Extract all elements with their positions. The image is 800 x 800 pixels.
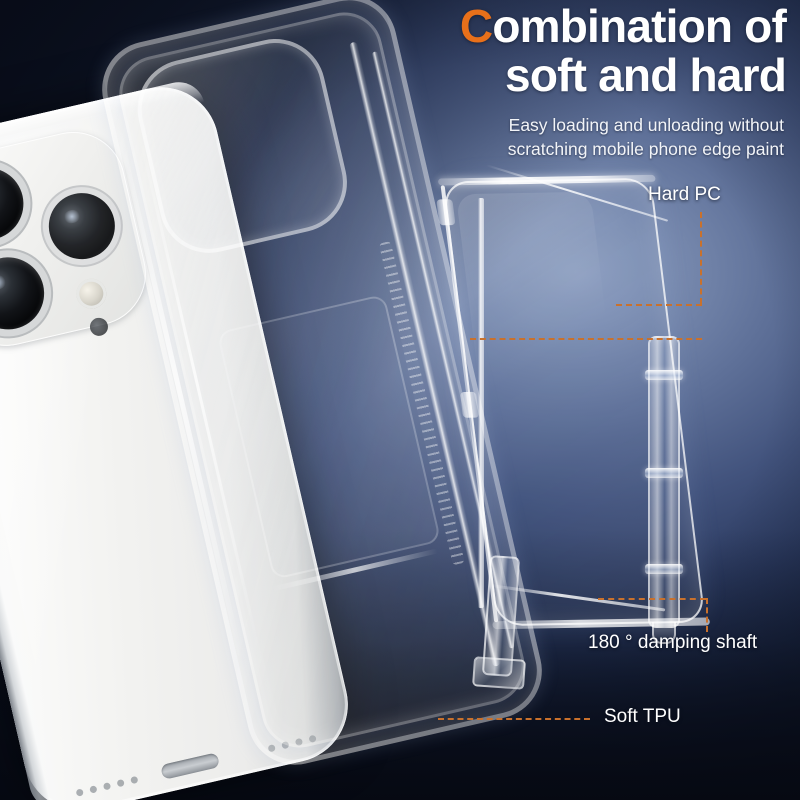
camera-lens-icon [0, 160, 31, 247]
headline-line-2: soft and hard [505, 49, 787, 102]
hinge-segment [645, 370, 683, 380]
rail-body [648, 336, 680, 628]
camera-lens-icon [42, 186, 122, 266]
headline: Combination of soft and hard [186, 0, 787, 102]
subtitle-line-2: scratching mobile phone edge paint [507, 138, 784, 159]
rail-tip [652, 622, 676, 644]
headline-line-1: Combination of [186, 0, 787, 52]
subtitle: Easy loading and unloading without scrat… [304, 114, 784, 161]
pc-hinge-clip [459, 391, 480, 418]
callout-label-soft-tpu: Soft TPU [604, 706, 681, 727]
leader-line-soft-tpu [438, 718, 590, 720]
camera-lens-icon [0, 250, 52, 337]
leader-line-hard-pc [700, 212, 702, 304]
leader-line-hard-pc [470, 338, 702, 340]
subtitle-line-1: Easy loading and unloading without [508, 115, 784, 135]
damping-shaft-rail [645, 336, 683, 644]
kickstand-foot [472, 656, 527, 690]
leader-line-hard-pc [616, 304, 702, 306]
connector-wire [478, 198, 484, 608]
pc-hinge-clip [436, 199, 456, 226]
camera-flash-icon [73, 275, 110, 312]
leader-line-damping-shaft [598, 598, 706, 600]
headline-accent-letter: C [459, 0, 493, 52]
callout-label-hard-pc: Hard PC [648, 184, 721, 205]
callout-label-damping-shaft: 180 ° damping shaft [588, 632, 758, 653]
headline-line-1-rest: ombination of [492, 0, 786, 52]
hinge-segment [645, 564, 683, 574]
leader-line-damping-shaft [706, 598, 708, 632]
hinge-segment [645, 468, 683, 478]
